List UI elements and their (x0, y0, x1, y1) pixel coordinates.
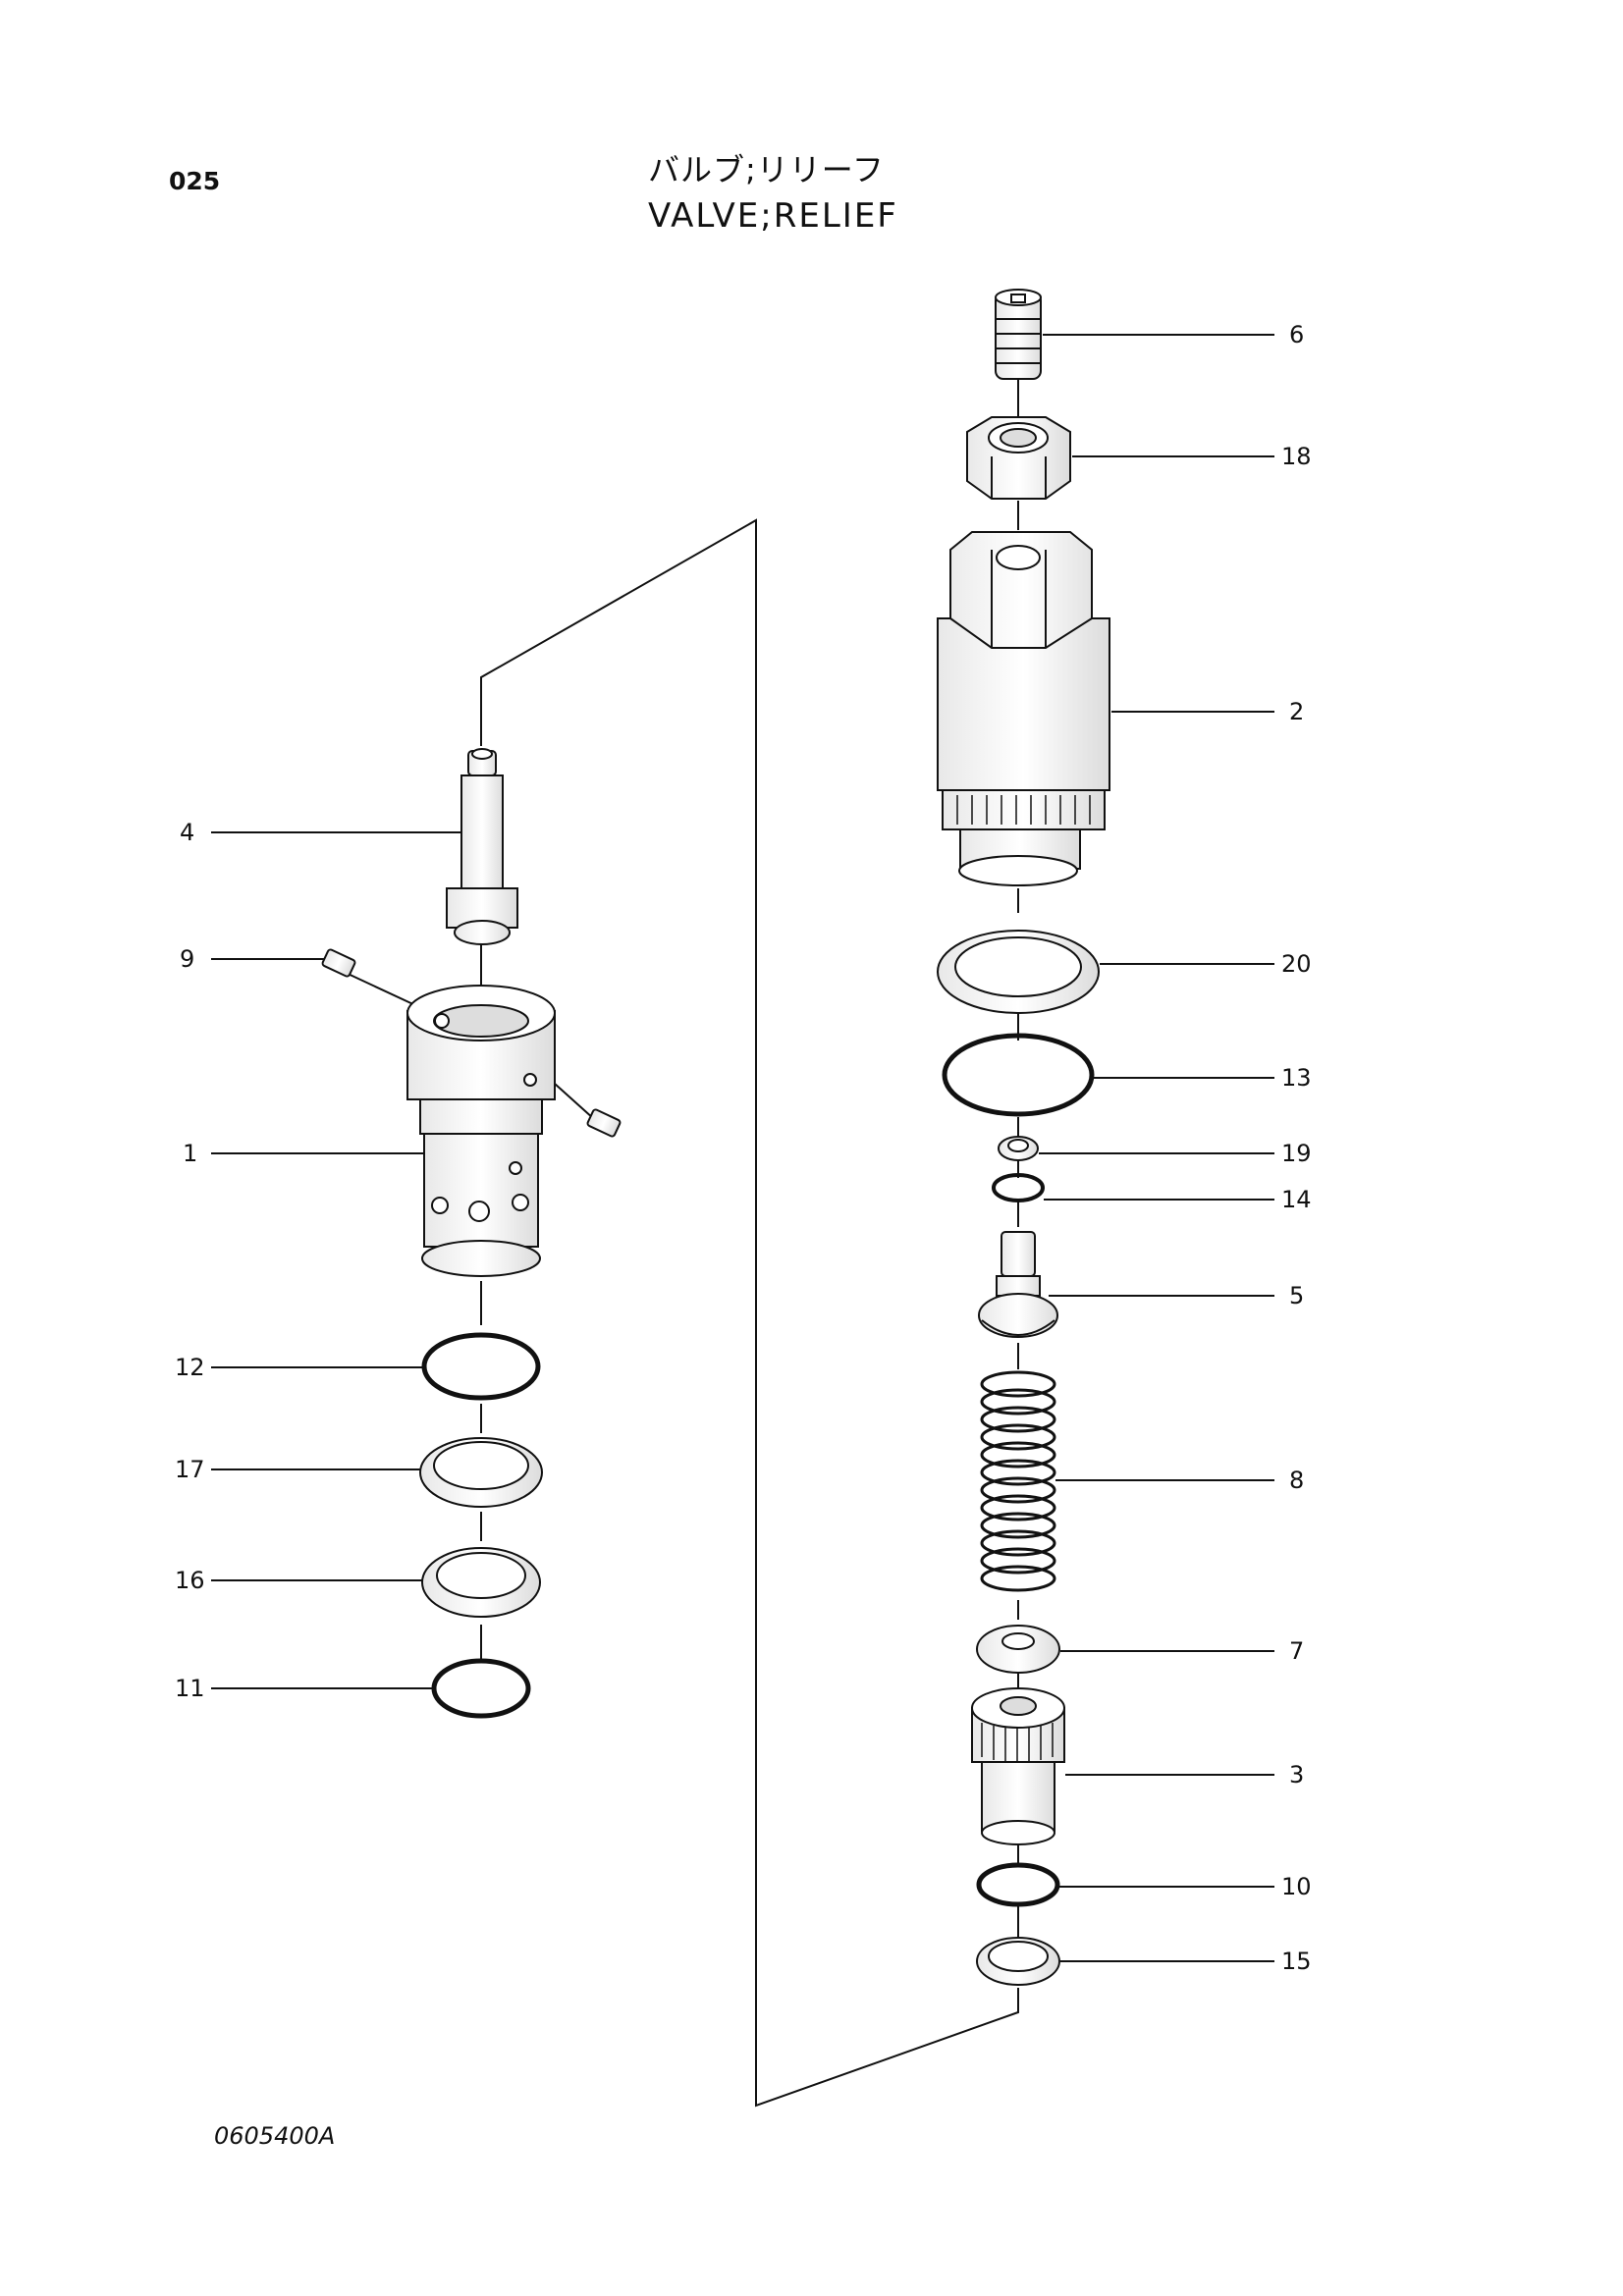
callout-11: 11 (175, 1675, 205, 1702)
part-7-spring-seat (976, 1625, 1060, 1674)
part-3-adjuster (971, 1687, 1065, 1845)
part-8-spring (980, 1370, 1056, 1592)
callout-2: 2 (1289, 698, 1304, 725)
callout-4: 4 (180, 819, 194, 846)
callout-labels: 6 18 2 20 13 19 14 5 8 7 3 10 15 4 9 1 1… (175, 321, 1312, 1975)
part-16-backup-ring (421, 1547, 541, 1618)
callout-19: 19 (1281, 1140, 1312, 1167)
callout-14: 14 (1281, 1186, 1312, 1213)
part-17-backup-ring (419, 1437, 543, 1508)
part-19-ring (998, 1136, 1039, 1161)
left-centerline (343, 942, 595, 1659)
callout-20: 20 (1281, 950, 1312, 978)
part-10-o-ring (976, 1862, 1060, 1907)
callout-16: 16 (175, 1567, 205, 1594)
part-2-plug-body (937, 531, 1110, 886)
part-20-backup-ring (937, 930, 1100, 1014)
callout-17: 17 (175, 1456, 205, 1483)
part-15-backup-ring (976, 1937, 1060, 1986)
callout-15: 15 (1281, 1948, 1312, 1975)
callout-3: 3 (1289, 1761, 1304, 1789)
callout-7: 7 (1289, 1637, 1304, 1665)
callout-13: 13 (1281, 1064, 1312, 1092)
part-11-o-ring (431, 1658, 531, 1719)
page-number: 025 (169, 167, 221, 195)
part-13-o-ring (942, 1033, 1095, 1117)
part-9-set-screw (321, 948, 622, 1138)
callout-6: 6 (1289, 321, 1304, 348)
callout-12: 12 (175, 1354, 205, 1381)
part-12-o-ring (421, 1332, 541, 1401)
part-4-stem (446, 748, 518, 945)
callout-10: 10 (1281, 1873, 1312, 1900)
part-1-sleeve (406, 985, 556, 1277)
part-14-o-ring (992, 1173, 1045, 1202)
callout-5: 5 (1289, 1282, 1304, 1309)
drawing-code: 0605400A (214, 2122, 336, 2150)
part-5-poppet (978, 1231, 1058, 1338)
leader-lines (211, 334, 1274, 1962)
title-english: VALVE;RELIEF (648, 196, 898, 236)
part-18-hex-nut (966, 416, 1071, 500)
callout-8: 8 (1289, 1467, 1304, 1494)
part-6-adjust-screw (995, 289, 1042, 380)
callout-1: 1 (183, 1140, 197, 1167)
callout-9: 9 (180, 945, 194, 973)
title-japanese: バルブ;リリーフ (648, 151, 885, 188)
callout-18: 18 (1281, 443, 1312, 470)
